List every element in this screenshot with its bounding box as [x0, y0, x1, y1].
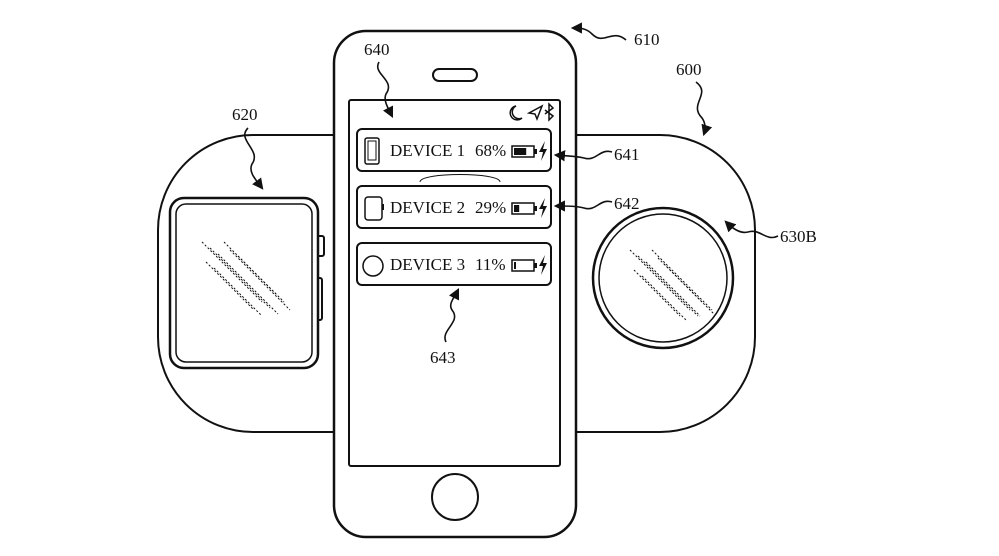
watch-screen — [175, 203, 313, 363]
battery-percentage: 29% — [475, 198, 507, 217]
ref-label-640: 640 — [364, 40, 390, 59]
battery-icon — [511, 202, 537, 215]
device-card-3[interactable]: DEVICE 3 11% — [356, 242, 552, 286]
home-button — [431, 473, 479, 521]
device-name: DEVICE 2 — [390, 198, 466, 217]
leader-620 — [244, 127, 264, 190]
watch — [168, 196, 325, 370]
leader-630b — [724, 220, 779, 239]
earbuds-case-inner — [598, 213, 728, 343]
ref-label-642: 642 — [614, 194, 640, 213]
moon-icon — [509, 105, 523, 121]
battery-icon — [511, 259, 537, 272]
earbuds-case-glare-hatching — [629, 249, 715, 321]
charging-bolt-icon — [539, 255, 547, 275]
leader-642 — [553, 200, 613, 212]
ref-label-643: 643 — [430, 348, 456, 367]
ref-label-610: 610 — [634, 30, 660, 49]
location-arrow-icon — [526, 104, 544, 122]
leader-610 — [570, 22, 627, 41]
ref-label-641: 641 — [614, 145, 640, 164]
battery-fill — [514, 262, 516, 269]
ref-label-620: 620 — [232, 105, 258, 124]
device-card-1[interactable]: DEVICE 1 68% — [356, 128, 552, 172]
circle-case-icon — [362, 255, 384, 277]
device-card-2[interactable]: DEVICE 2 29% — [356, 185, 552, 229]
device-name: DEVICE 3 — [390, 255, 466, 274]
charging-bolt-icon — [539, 141, 547, 161]
ref-label-630b: 630B — [780, 227, 817, 246]
battery-icon — [511, 145, 537, 158]
leader-643 — [444, 287, 460, 343]
earbuds-case — [591, 206, 735, 350]
background-pad-outline — [419, 174, 501, 183]
watch-body — [168, 196, 320, 370]
battery-percentage: 11% — [475, 255, 506, 274]
status-bar — [509, 102, 555, 122]
leader-640 — [376, 61, 394, 119]
battery-fill — [514, 148, 527, 155]
bluetooth-icon — [544, 102, 555, 122]
watch-icon — [364, 196, 384, 221]
device-name: DEVICE 1 — [390, 141, 466, 160]
phone-icon — [364, 137, 380, 165]
battery-percentage: 68% — [475, 141, 507, 160]
leader-600 — [695, 81, 713, 137]
earbuds-case-outer — [591, 206, 735, 350]
battery-fill — [514, 205, 520, 212]
charging-bolt-icon — [539, 198, 547, 218]
phone-speaker — [432, 68, 478, 82]
ref-label-600: 600 — [676, 60, 702, 79]
leader-641 — [553, 150, 613, 162]
watch-glare-hatching — [201, 241, 291, 317]
